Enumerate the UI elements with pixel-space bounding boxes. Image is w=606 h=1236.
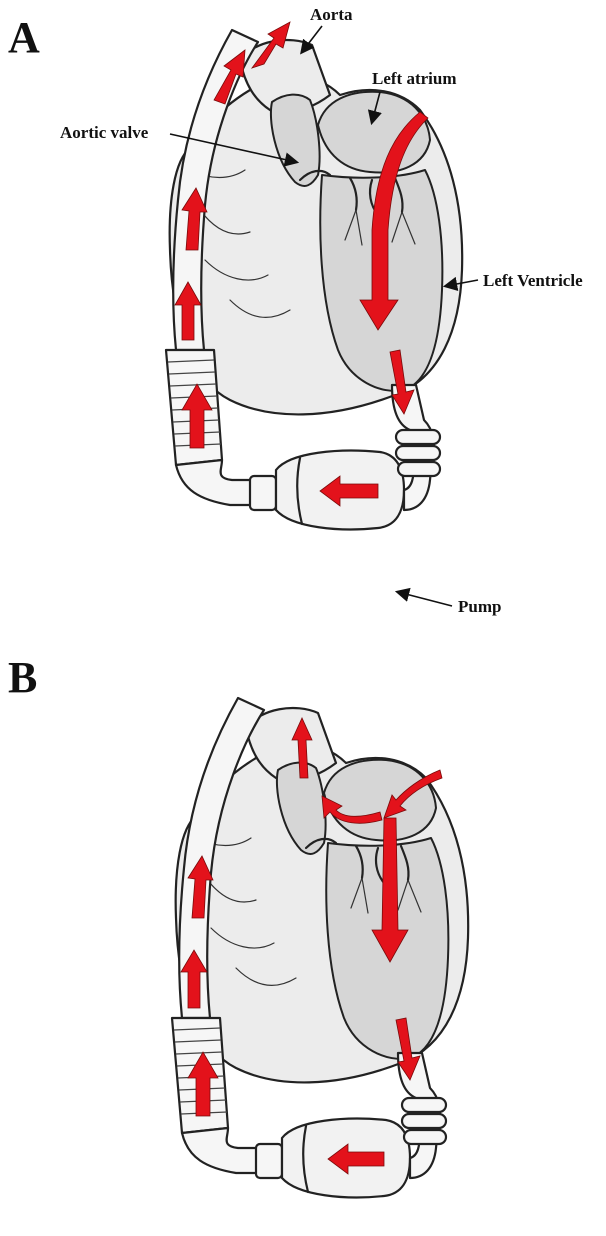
lvad-illustration-a bbox=[166, 30, 462, 529]
label-left-ventricle: Left Ventricle bbox=[483, 271, 583, 290]
leader-pump bbox=[398, 592, 452, 606]
label-pump: Pump bbox=[458, 597, 501, 616]
label-aorta: Aorta bbox=[310, 5, 353, 24]
panel-letter-a: A bbox=[8, 13, 40, 62]
panel-b: B bbox=[8, 653, 468, 1197]
label-left-atrium: Left atrium bbox=[372, 69, 457, 88]
panel-letter-b: B bbox=[8, 653, 37, 702]
lvad-illustration-b bbox=[172, 698, 468, 1197]
label-aortic-valve: Aortic valve bbox=[60, 123, 149, 142]
panel-a: A Aorta Left atrium Aortic valve Le bbox=[8, 5, 583, 616]
